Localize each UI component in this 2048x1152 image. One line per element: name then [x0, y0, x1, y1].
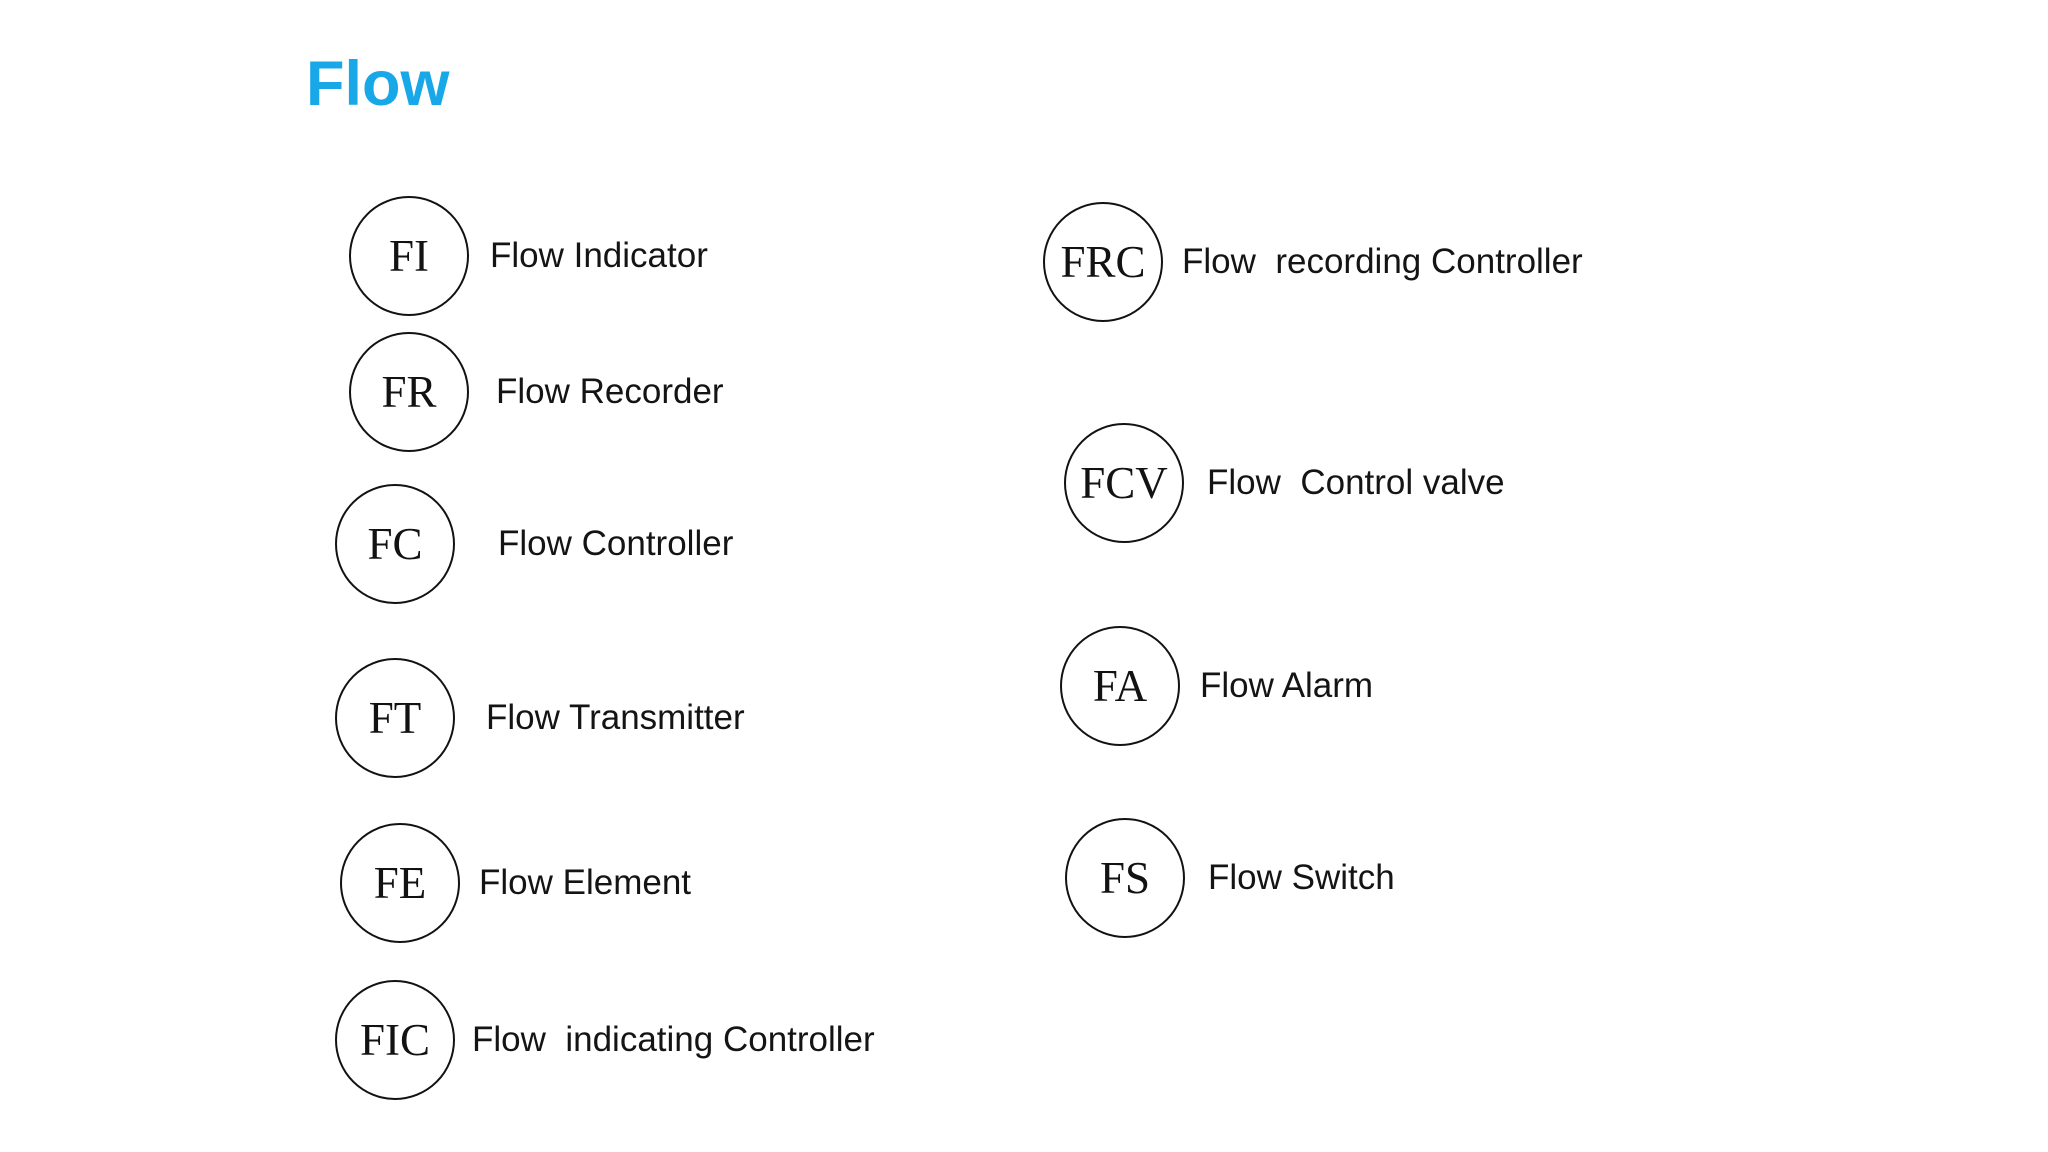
instrument-label: Flow Control valve [1207, 463, 1505, 502]
instrument-circle-fs: FS [1065, 818, 1185, 938]
instrument-label: Flow indicating Controller [472, 1020, 875, 1059]
instrument-code: FR [381, 366, 437, 417]
instrument-circle-fi: FI [349, 196, 469, 316]
instrument-code: FT [368, 692, 422, 743]
legend-item-fa: FA Flow Alarm [1060, 626, 1373, 746]
instrument-code: FIC [359, 1014, 431, 1065]
instrument-code: FRC [1060, 236, 1146, 287]
legend-item-fs: FS Flow Switch [1065, 818, 1395, 938]
instrument-label: Flow Transmitter [486, 698, 745, 737]
instrument-circle-fc: FC [335, 484, 455, 604]
instrument-circle-ft: FT [335, 658, 455, 778]
legend-item-fe: FE Flow Element [340, 823, 691, 943]
instrument-circle-fe: FE [340, 823, 460, 943]
legend-item-fcv: FCV Flow Control valve [1064, 423, 1505, 543]
legend-item-fic: FIC Flow indicating Controller [335, 980, 875, 1100]
instrument-code: FA [1092, 660, 1148, 711]
instrument-label: Flow Switch [1208, 858, 1395, 897]
instrument-code: FC [367, 518, 423, 569]
instrument-label: Flow recording Controller [1182, 242, 1583, 281]
instrument-circle-fa: FA [1060, 626, 1180, 746]
instrument-label: Flow Alarm [1200, 666, 1374, 705]
legend-item-frc: FRC Flow recording Controller [1043, 202, 1583, 322]
instrument-code: FCV [1080, 457, 1168, 508]
legend-item-fi: FI Flow Indicator [349, 196, 708, 316]
legend-item-fc: FC Flow Controller [335, 484, 733, 604]
instrument-circle-fcv: FCV [1064, 423, 1184, 543]
instrument-label: Flow Recorder [496, 372, 724, 411]
instrument-code: FI [388, 230, 429, 281]
legend-item-ft: FT Flow Transmitter [335, 658, 745, 778]
instrument-label: Flow Controller [498, 524, 734, 563]
page-title: Flow [306, 49, 450, 119]
instrument-circle-fic: FIC [335, 980, 455, 1100]
instrument-code: FS [1099, 852, 1151, 903]
instrument-circle-fr: FR [349, 332, 469, 452]
instrument-label: Flow Element [479, 863, 692, 902]
legend-item-fr: FR Flow Recorder [349, 332, 724, 452]
instrument-label: Flow Indicator [490, 236, 708, 275]
instrument-circle-frc: FRC [1043, 202, 1163, 322]
instrument-code: FE [373, 857, 427, 908]
